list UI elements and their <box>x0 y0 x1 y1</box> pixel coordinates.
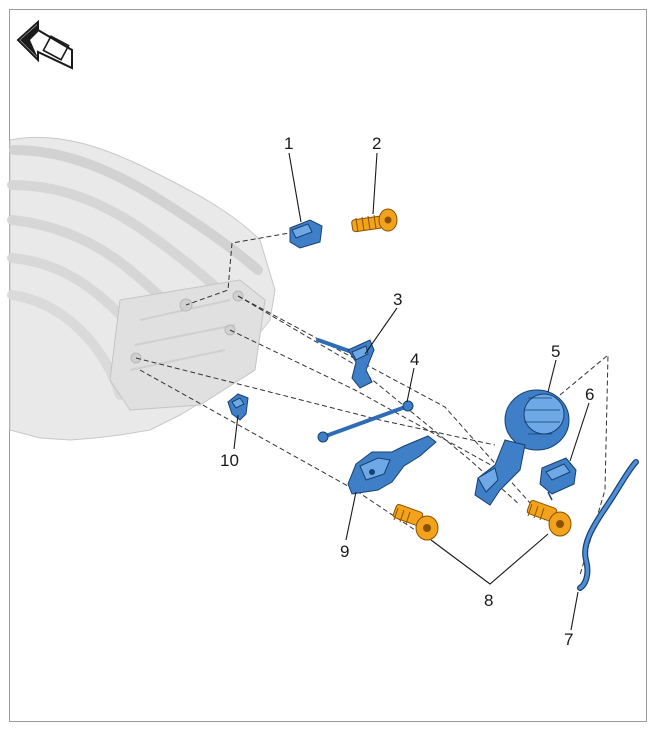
part-2-bolt <box>351 208 398 233</box>
callout-3: 3 <box>393 290 402 309</box>
callout-10: 10 <box>220 451 239 470</box>
callout-labels: 1 2 3 4 5 6 7 8 9 10 <box>220 134 594 649</box>
part-8-bolt-left <box>392 503 439 541</box>
callout-9: 9 <box>340 542 349 561</box>
part-8-bolt-right <box>526 499 572 537</box>
callout-6: 6 <box>585 385 594 404</box>
part-5-actuator <box>474 389 570 506</box>
callout-8: 8 <box>484 591 493 610</box>
part-9-bracket <box>347 435 437 495</box>
part-4-link-rod <box>317 400 414 443</box>
callout-2: 2 <box>372 134 381 153</box>
callout-5: 5 <box>551 342 560 361</box>
callout-leaders <box>233 152 590 631</box>
front-direction-arrow-icon <box>16 19 73 70</box>
part-3-linkage-rod <box>316 338 375 389</box>
callout-4: 4 <box>410 350 419 369</box>
callout-7: 7 <box>564 630 573 649</box>
part-10-sensor <box>227 393 249 421</box>
part-7-hose <box>577 459 639 591</box>
intake-manifold <box>7 136 276 441</box>
part-1-bracket <box>289 219 323 249</box>
part-6-sensor <box>539 457 577 501</box>
callout-1: 1 <box>284 134 293 153</box>
